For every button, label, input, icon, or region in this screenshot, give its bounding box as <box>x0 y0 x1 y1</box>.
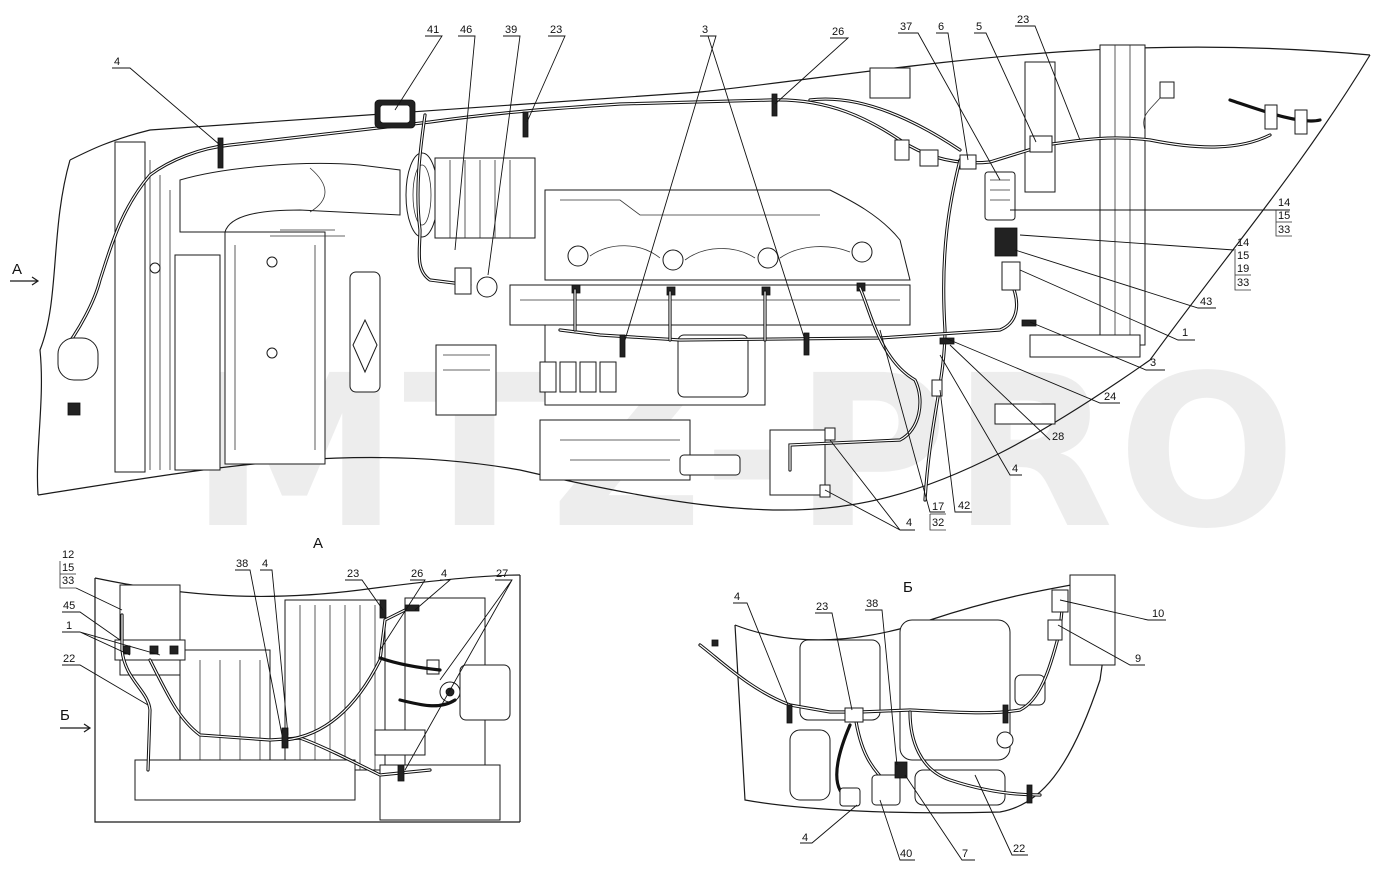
main-callouts: 4 41 46 39 23 3 26 37 6 5 23 14 15 <box>112 14 1292 531</box>
callout-15-upper: 15 <box>1278 210 1290 222</box>
callout-27: 27 <box>496 568 508 580</box>
section-a-arrow <box>60 723 92 733</box>
callout-39: 39 <box>505 24 517 36</box>
section-b-callouts: 4 23 38 10 9 4 40 7 22 <box>733 591 1166 861</box>
callout-14-lower: 14 <box>1237 237 1249 249</box>
callout-33: 33 <box>62 575 74 587</box>
callout-1: 1 <box>1182 327 1188 339</box>
callout-40: 40 <box>900 848 912 860</box>
main-view-outline-bottom <box>37 359 1151 511</box>
callout-6: 6 <box>938 21 944 33</box>
callout-4-section-a-left: 4 <box>262 558 268 570</box>
section-a-arrow-label: Б <box>60 707 70 724</box>
callout-15-lower: 15 <box>1237 250 1249 262</box>
callout-9: 9 <box>1135 653 1141 665</box>
callout-26-section-a: 26 <box>411 568 423 580</box>
callout-22-section-b: 22 <box>1013 843 1025 855</box>
callout-42: 42 <box>958 500 970 512</box>
section-b-title: Б <box>903 579 913 596</box>
section-a-view: А Б 12 15 <box>59 535 521 823</box>
callout-23-right: 23 <box>1017 14 1029 26</box>
callout-28: 28 <box>1052 431 1064 443</box>
section-a-title: А <box>313 535 323 552</box>
callout-23-section-a: 23 <box>347 568 359 580</box>
callout-12: 12 <box>62 549 74 561</box>
callout-4-section-b-top: 4 <box>734 591 740 603</box>
callout-19-lower: 19 <box>1237 263 1249 275</box>
callout-32: 32 <box>932 517 944 529</box>
callout-4-top-left: 4 <box>114 56 120 68</box>
callout-4-bottom: 4 <box>906 517 912 529</box>
callout-33-lower: 33 <box>1237 277 1249 289</box>
callout-37: 37 <box>900 21 912 33</box>
section-a-callouts: 12 15 33 45 1 22 38 4 23 26 4 27 <box>59 549 513 771</box>
callout-3-top: 3 <box>702 24 708 36</box>
main-engine-view: А 4 41 46 39 23 3 26 37 6 5 23 <box>10 14 1371 531</box>
callout-22-section-a: 22 <box>63 653 75 665</box>
callout-23-top: 23 <box>550 24 562 36</box>
callout-15: 15 <box>62 562 74 574</box>
callout-14-upper: 14 <box>1278 197 1290 209</box>
callout-24: 24 <box>1104 391 1116 403</box>
callout-38-section-b: 38 <box>866 598 878 610</box>
callout-4-right: 4 <box>1012 463 1018 475</box>
main-view-arrow <box>10 276 40 286</box>
callout-3-right: 3 <box>1150 357 1156 369</box>
callout-10: 10 <box>1152 608 1164 620</box>
callout-4-section-a-right: 4 <box>441 568 447 580</box>
main-view-outline-top <box>69 46 1371 161</box>
callout-41: 41 <box>427 24 439 36</box>
callout-26: 26 <box>832 26 844 38</box>
callout-45: 45 <box>63 600 75 612</box>
callout-5: 5 <box>976 21 982 33</box>
callout-1-section-a: 1 <box>66 620 72 632</box>
callout-4-section-b-bottom: 4 <box>802 832 808 844</box>
callout-38-section-a: 38 <box>236 558 248 570</box>
section-b-view: Б 4 23 38 <box>698 574 1166 861</box>
callout-17: 17 <box>932 501 944 513</box>
callout-7: 7 <box>962 848 968 860</box>
callout-23-section-b: 23 <box>816 601 828 613</box>
callout-46: 46 <box>460 24 472 36</box>
callout-33-upper: 33 <box>1278 224 1290 236</box>
main-view-arrow-label: А <box>12 261 22 278</box>
callout-43: 43 <box>1200 296 1212 308</box>
